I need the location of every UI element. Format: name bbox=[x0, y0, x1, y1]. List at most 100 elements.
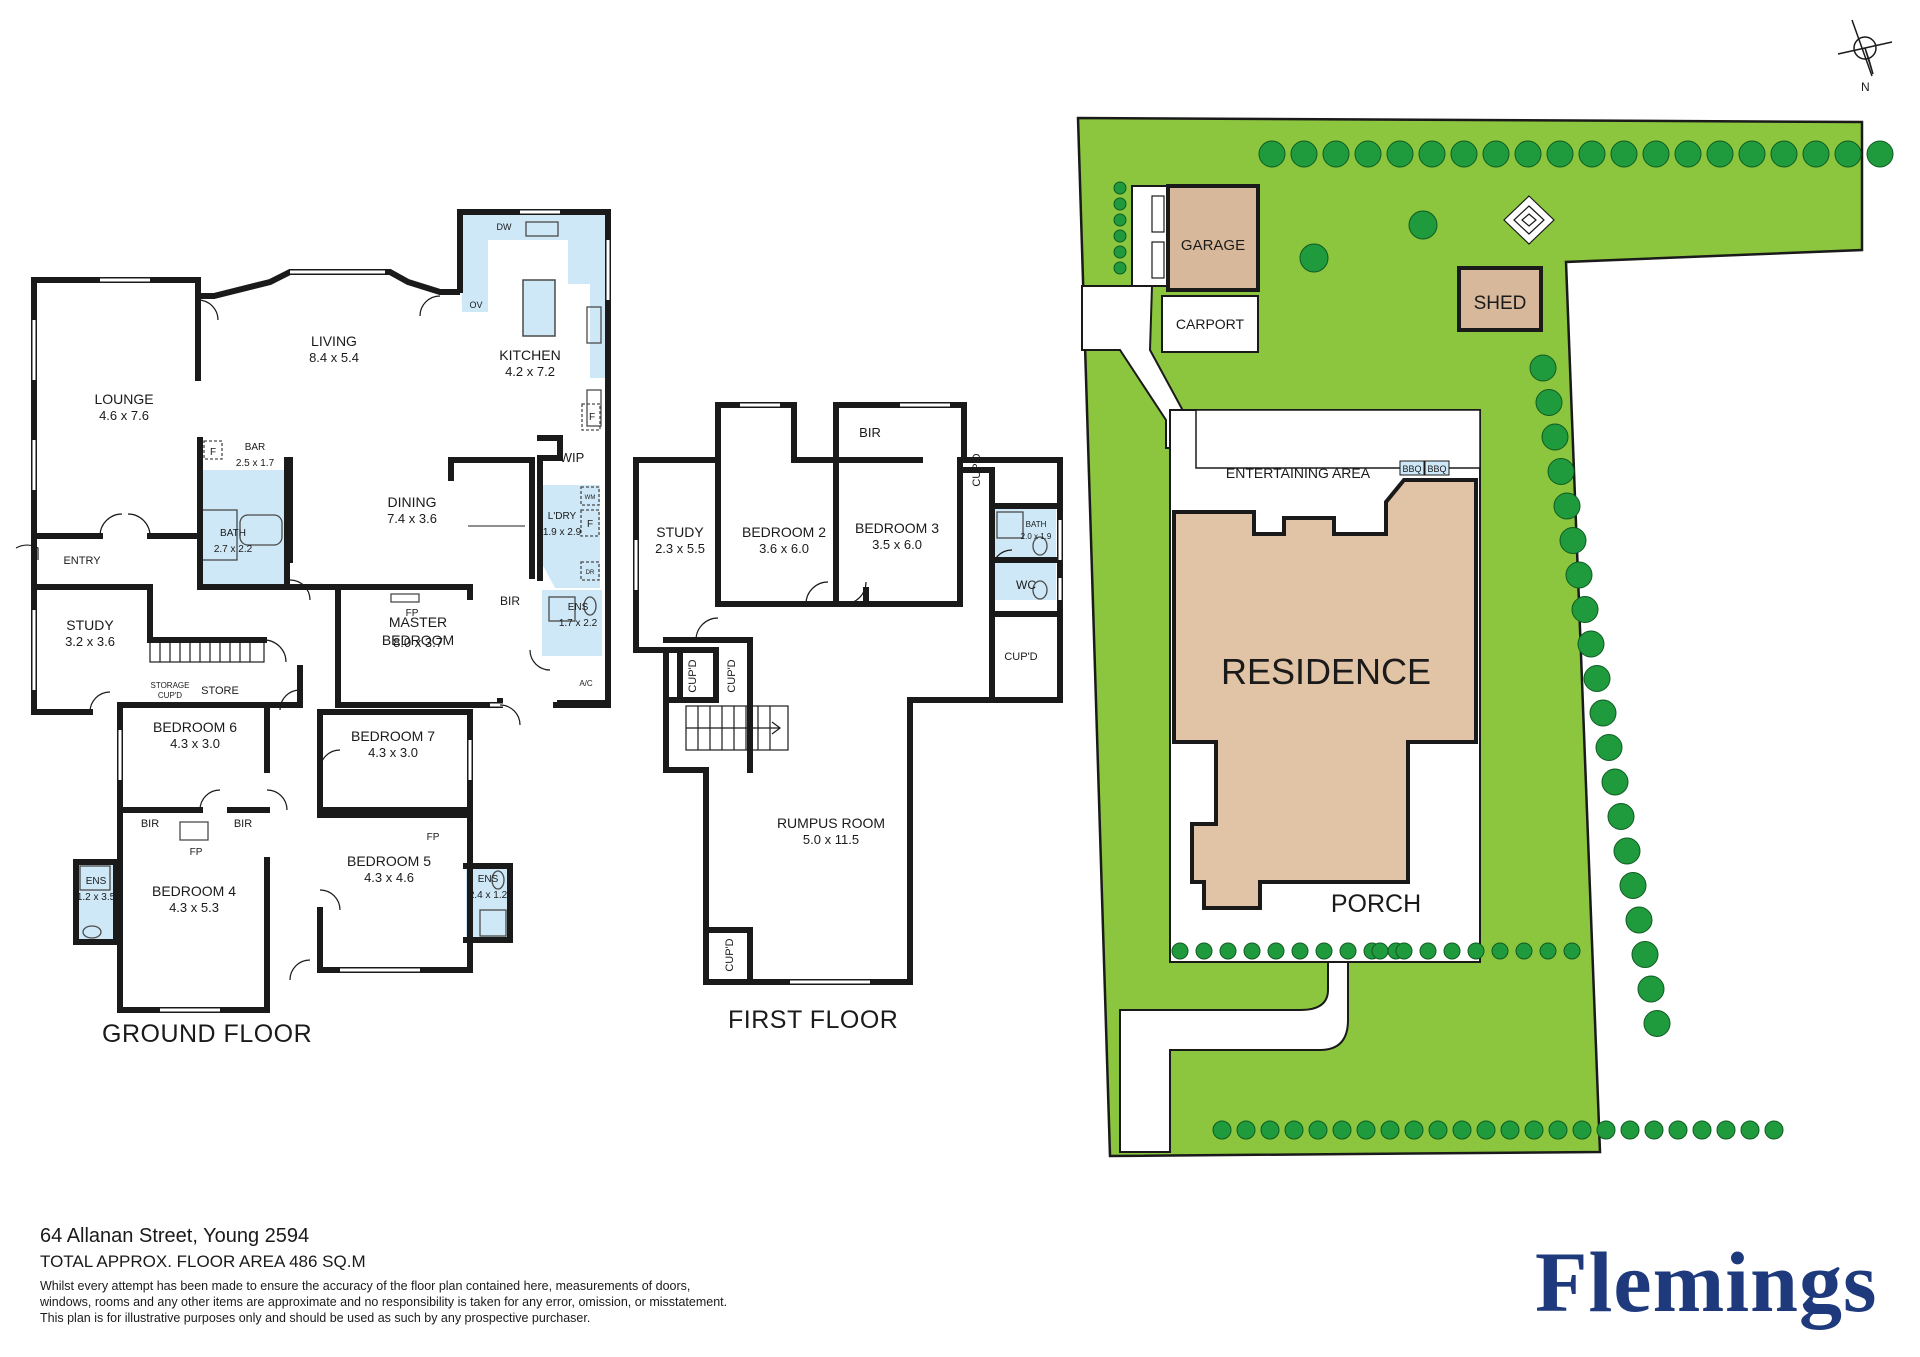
ensuite-shower-fixture bbox=[548, 596, 576, 622]
fp-label-bed5: FP bbox=[427, 832, 440, 843]
room-name-living: LIVING bbox=[311, 333, 357, 349]
tree-icon bbox=[1212, 1120, 1232, 1140]
room-name-lounge: LOUNGE bbox=[94, 391, 153, 407]
tree-icon bbox=[1559, 527, 1587, 554]
room-dims-ens2: 1.2 x 3.5 bbox=[77, 892, 116, 903]
tree-icon bbox=[1610, 140, 1638, 168]
ens4-shower-fixture bbox=[79, 865, 111, 891]
garage bbox=[1166, 184, 1260, 292]
tree-icon bbox=[1637, 975, 1665, 1003]
tree-icon bbox=[1308, 1120, 1328, 1140]
tree-icon bbox=[1418, 140, 1446, 168]
tree-icon bbox=[1706, 140, 1734, 168]
tree-icon bbox=[1547, 458, 1575, 485]
wip-label: WIP bbox=[560, 450, 585, 465]
tree-icon bbox=[1572, 1120, 1592, 1140]
garage-door-1 bbox=[1151, 195, 1165, 233]
tree-icon bbox=[1404, 1120, 1424, 1140]
tree-icon bbox=[1284, 1120, 1304, 1140]
tree-icon bbox=[1674, 140, 1702, 168]
footer: 64 Allanan Street, Young 2594 TOTAL APPR… bbox=[40, 1225, 940, 1326]
tree-icon bbox=[1619, 872, 1647, 899]
bbq-1 bbox=[1399, 460, 1425, 476]
ff-cupd-label-4: CUP'D bbox=[1004, 651, 1037, 663]
ff-room-name-study: STUDY bbox=[656, 524, 704, 540]
tree-icon bbox=[1625, 906, 1653, 934]
tree-icon bbox=[1113, 197, 1127, 211]
room-name-ens1: ENS bbox=[568, 602, 589, 613]
tree-icon bbox=[1631, 941, 1659, 968]
ensuite-area bbox=[542, 590, 602, 656]
tree-icon bbox=[1620, 1120, 1640, 1140]
fp-label-bed4: FP bbox=[190, 847, 203, 858]
ground-floor-label: GROUND FLOOR bbox=[102, 1020, 313, 1048]
tree-icon bbox=[1267, 942, 1285, 960]
room-dims-bed5: 4.3 x 4.6 bbox=[364, 870, 414, 885]
shed-label: SHED bbox=[1474, 293, 1527, 314]
bar-fridge-label: F bbox=[210, 447, 216, 458]
first-floor-stairs bbox=[685, 705, 789, 751]
ff-room-dims-bath: 2.0 x 1.9 bbox=[1021, 532, 1052, 541]
room-dims-lounge: 4.6 x 7.6 bbox=[99, 408, 149, 423]
room-dims-master: 8.0 x 3.7 bbox=[393, 635, 443, 650]
room-name-bed4: BEDROOM 4 bbox=[152, 883, 236, 899]
tree-icon bbox=[1524, 1120, 1544, 1140]
tree-icon bbox=[1644, 1120, 1664, 1140]
tree-icon bbox=[1529, 354, 1557, 382]
tree-icon bbox=[1548, 1120, 1568, 1140]
tree-icon bbox=[1113, 213, 1127, 227]
tree-icon bbox=[1371, 942, 1389, 960]
room-dims-bath: 2.7 x 2.2 bbox=[214, 544, 253, 555]
disclaimer-line: This plan is for illustrative purposes o… bbox=[40, 1311, 591, 1325]
bir-label-master: BIR bbox=[500, 594, 520, 608]
store-label: STORE bbox=[201, 685, 239, 697]
tree-icon bbox=[1113, 181, 1127, 195]
carport-label: CARPORT bbox=[1176, 316, 1245, 332]
north-label: N bbox=[1861, 80, 1870, 94]
property-address: 64 Allanan Street, Young 2594 bbox=[40, 1225, 310, 1247]
laundry-fridge bbox=[580, 509, 600, 537]
dryer bbox=[580, 561, 600, 581]
tree-icon bbox=[1546, 140, 1574, 168]
tree-icon bbox=[1467, 942, 1485, 960]
tree-icon bbox=[1583, 665, 1611, 692]
tree-icon bbox=[1578, 140, 1606, 168]
bir-label-bed4-left: BIR bbox=[141, 818, 159, 830]
driveway-lower bbox=[1119, 949, 1349, 1153]
tree-icon bbox=[1539, 942, 1557, 960]
dishwasher-fixture bbox=[525, 221, 559, 237]
ac-label: A/C bbox=[579, 679, 593, 688]
room-name-ens2: ENS bbox=[86, 876, 107, 887]
tree-icon bbox=[1113, 261, 1127, 275]
room-dims-ens3: 2.4 x 1.2 bbox=[469, 890, 508, 901]
ens5-toilet bbox=[491, 870, 505, 890]
tree-icon bbox=[1315, 942, 1333, 960]
kitchen-sink-fixture bbox=[586, 389, 602, 427]
room-name-dining: DINING bbox=[388, 494, 437, 510]
tree-icon bbox=[1643, 1010, 1671, 1037]
tree-icon bbox=[1428, 1120, 1448, 1140]
tree-icon bbox=[1258, 140, 1286, 168]
tree-icon bbox=[1356, 1120, 1376, 1140]
fp-label-master: FP bbox=[406, 608, 419, 619]
tree-icon bbox=[1571, 596, 1599, 623]
tree-icon bbox=[1764, 1120, 1784, 1140]
tree-icon bbox=[1260, 1120, 1280, 1140]
ff-cupd-label-2: CUP'D bbox=[687, 659, 699, 692]
first-floor-label: FIRST FLOOR bbox=[728, 1006, 899, 1034]
room-name-master: MASTER bbox=[389, 614, 447, 630]
ensuite-bed4-area bbox=[76, 862, 116, 942]
tree-icon bbox=[1802, 140, 1830, 168]
ff-bir-label: BIR bbox=[859, 425, 881, 440]
tree-icon bbox=[1290, 140, 1318, 168]
garage-door-2 bbox=[1151, 241, 1165, 279]
dw-label: DW bbox=[497, 222, 512, 232]
tree-icon bbox=[1613, 837, 1641, 865]
tree-icon bbox=[1291, 942, 1309, 960]
fridge-label: F bbox=[589, 412, 595, 423]
room-name-ens3: ENS bbox=[478, 874, 499, 885]
ff-toilet bbox=[1032, 536, 1048, 556]
tree-icon bbox=[1219, 942, 1237, 960]
room-name-bar: BAR bbox=[245, 442, 266, 453]
tree-icon bbox=[1380, 1120, 1400, 1140]
